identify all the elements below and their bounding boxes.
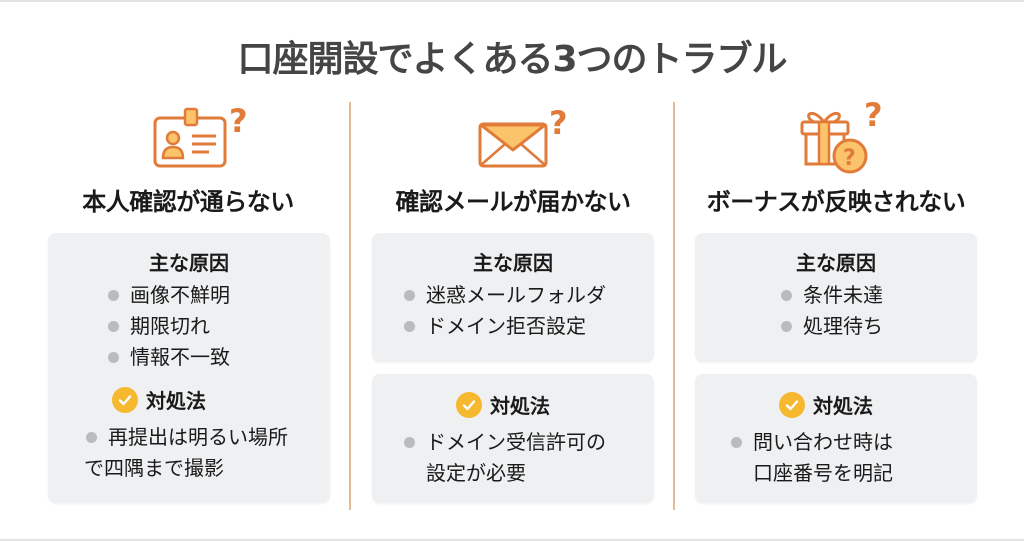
causes-box: 主な原因 条件未達 処理待ち	[695, 233, 977, 362]
trouble-column-confirmation-email: ? 確認メールが届かない 主な原因 迷惑メールフォルダ ドメイン拒否設定 対処法…	[363, 98, 663, 503]
trouble-column-id-verification: ? 本人確認が通らない 主な原因 画像不鮮明 期限切れ 情報不一致 対処法 再提…	[38, 98, 338, 503]
cause-item: 条件未達	[779, 280, 977, 311]
fix-line: で四隅まで撮影	[84, 456, 224, 480]
column-divider	[349, 102, 351, 510]
fix-text: ドメイン受信許可の 設定が必要	[402, 427, 654, 489]
causes-list: 条件未達 処理待ち	[779, 280, 977, 342]
cause-item: 処理待ち	[779, 311, 977, 342]
bullet-dot	[86, 432, 97, 443]
causes-and-fix-box: 主な原因 画像不鮮明 期限切れ 情報不一致 対処法 再提出は明るい場所 で四隅ま…	[48, 233, 330, 503]
fix-line: 口座番号を明記	[753, 461, 893, 485]
id-card-question-icon: ?	[38, 98, 338, 172]
causes-heading: 主な原因	[149, 251, 229, 275]
cause-item: ドメイン拒否設定	[402, 311, 654, 342]
causes-heading: 主な原因	[796, 251, 876, 275]
fix-heading-label: 対処法	[813, 394, 873, 418]
fix-heading: 対処法	[0, 385, 330, 414]
envelope-question-icon: ?	[363, 98, 663, 172]
causes-list: 画像不鮮明 期限切れ 情報不一致	[106, 280, 330, 373]
trouble-title: ボーナスが反映されない	[706, 188, 966, 216]
fix-text: 問い合わせ時は 口座番号を明記	[729, 427, 977, 489]
fix-line: ドメイン受信許可の	[426, 430, 606, 454]
trouble-title: 確認メールが届かない	[395, 188, 632, 216]
fix-line: 再提出は明るい場所	[108, 425, 288, 449]
cause-item: 期限切れ	[106, 311, 330, 342]
gift-question-icon: ? ?	[686, 98, 986, 174]
fix-heading-label: 対処法	[146, 389, 206, 413]
page-title: 口座開設でよくある3つのトラブル	[237, 39, 787, 80]
fix-heading: 対処法	[352, 390, 654, 419]
causes-box: 主な原因 迷惑メールフォルダ ドメイン拒否設定	[372, 233, 654, 362]
svg-text:?: ?	[843, 146, 856, 171]
svg-text:?: ?	[229, 104, 248, 140]
bullet-dot	[731, 437, 742, 448]
svg-text:?: ?	[549, 106, 568, 142]
causes-list: 迷惑メールフォルダ ドメイン拒否設定	[402, 280, 654, 342]
trouble-title: 本人確認が通らない	[82, 188, 294, 216]
bottom-border	[0, 539, 1024, 541]
fix-line: 設定が必要	[426, 461, 526, 485]
causes-heading: 主な原因	[473, 251, 553, 275]
column-divider	[673, 102, 675, 510]
cause-item: 画像不鮮明	[106, 280, 330, 311]
fix-heading: 対処法	[675, 390, 977, 419]
bullet-dot	[404, 437, 415, 448]
cause-item: 情報不一致	[106, 342, 330, 373]
cause-item: 迷惑メールフォルダ	[402, 280, 654, 311]
fix-line: 問い合わせ時は	[753, 430, 893, 454]
check-circle-icon	[456, 391, 482, 418]
fix-box: 対処法 ドメイン受信許可の 設定が必要	[372, 374, 654, 503]
trouble-column-bonus: ? ? ボーナスが反映されない 主な原因 条件未達 処理待ち 対処法 問い合わせ…	[686, 98, 986, 503]
check-circle-icon	[779, 391, 805, 418]
top-border	[0, 0, 1024, 2]
fix-heading-label: 対処法	[490, 394, 550, 418]
check-circle-icon	[112, 386, 138, 413]
fix-box: 対処法 問い合わせ時は 口座番号を明記	[695, 374, 977, 503]
fix-text: 再提出は明るい場所 で四隅まで撮影	[84, 422, 330, 484]
svg-text:?: ?	[864, 102, 883, 134]
